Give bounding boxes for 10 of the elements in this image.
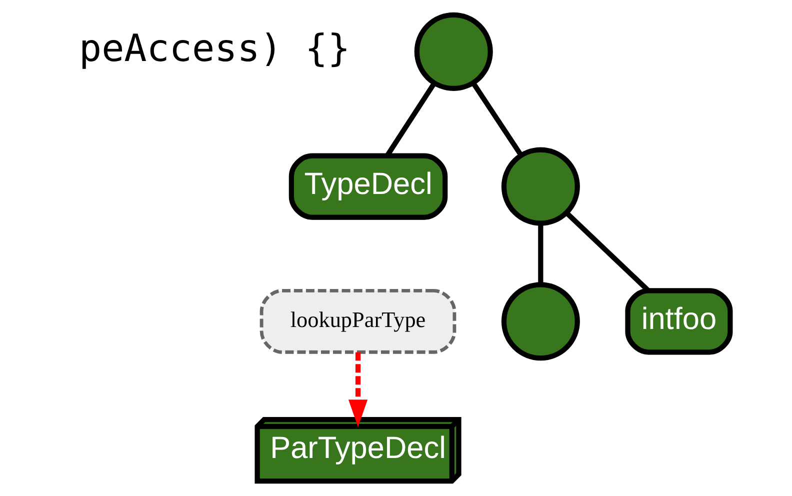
connector [538,223,544,284]
node-circle [414,12,493,91]
connector [471,82,524,157]
node-box: intfoo [625,288,733,355]
node-circle [501,147,580,226]
node-box: TypeDecl [288,153,448,220]
arrow [348,352,368,427]
node-box: lookupParType [260,288,456,354]
node-circle [501,282,580,361]
label: peAccess) {} [78,26,350,70]
